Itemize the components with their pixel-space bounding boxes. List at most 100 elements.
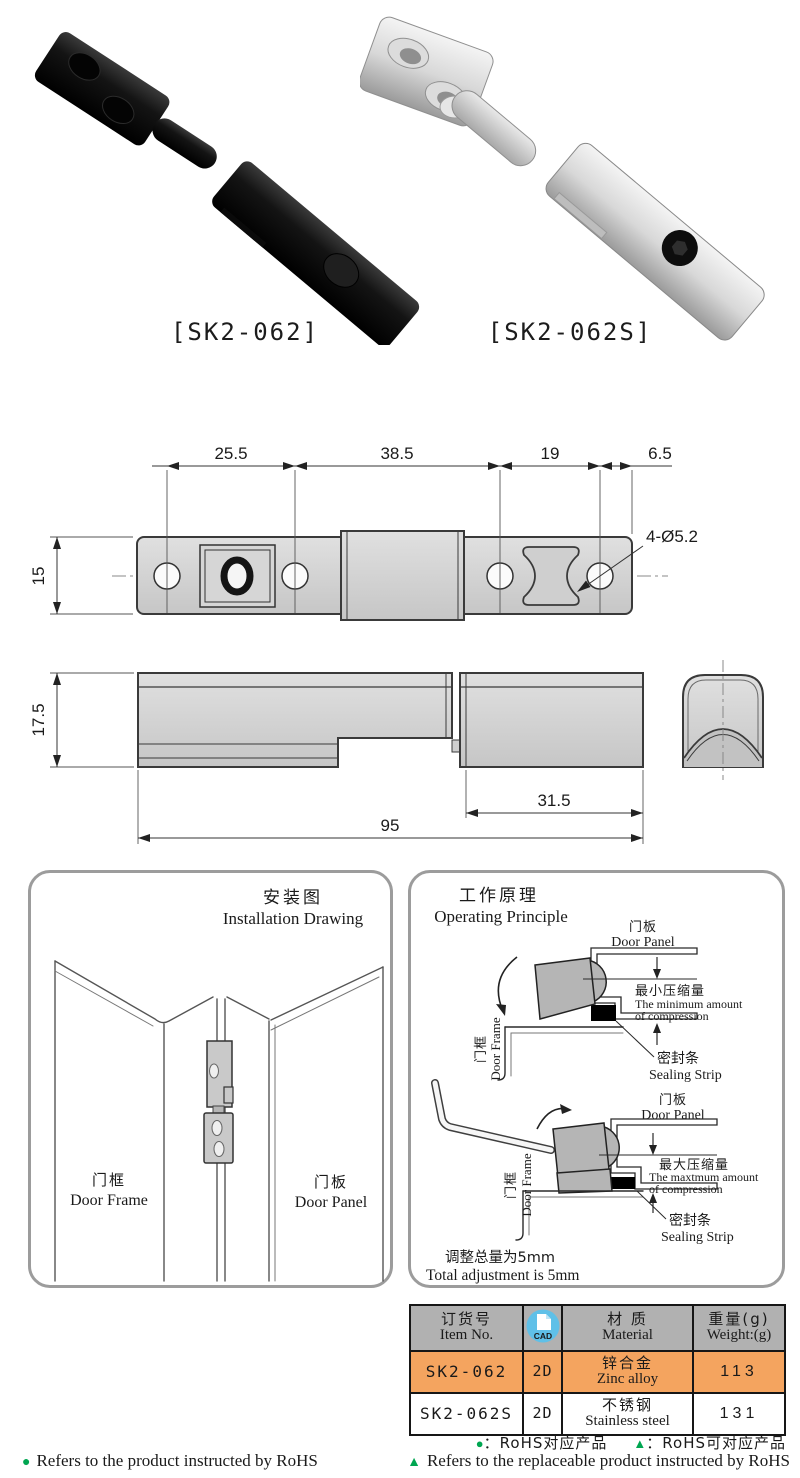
adjuster-ring [220,556,254,596]
extension-lines-side [50,672,644,844]
dim-31-5: 31.5 [537,791,570,810]
sealing-strip-shape [591,1005,616,1021]
min-compression-zh: 最小压缩量 [635,983,705,999]
dim-38-5: 38.5 [380,444,413,463]
drawing-side-view: 17.5 31.5 95 [29,660,764,844]
rohs-triangle-icon: ▲ [633,1436,647,1451]
table-row: SK2-062 2D 锌合金 Zinc alloy 113 [409,1350,786,1394]
rohs-note-tri: ▲Refers to the replaceable product instr… [407,1451,790,1470]
dim-95: 95 [381,816,400,835]
adjustment-note-en: Total adjustment is 5mm [426,1267,579,1284]
product-photo-steel [360,16,765,341]
door-panel-label-zh: 门板 [314,1173,348,1191]
hourglass-cutout [522,546,580,606]
rohs-notes: ●Refers to the product instructed by RoH… [22,1451,790,1471]
door-panel-zh: 门板 [659,1093,687,1108]
product-photo-black [34,32,420,345]
dim-17-5: 17.5 [29,703,48,736]
dimensions-side: 17.5 31.5 95 [29,673,643,842]
diagram-min-compression: 门板 Door Panel 最小压缩量 The minimum amount o… [474,920,743,1083]
product-label-steel: [SK2-062S] [487,318,653,346]
weight-cell: 131 [692,1392,786,1436]
black-hinge-pin [152,118,217,169]
black-hinge-bar [212,161,420,345]
operating-title-en: Operating Principle [434,907,568,926]
dimensions-top: 25.5 38.5 19 6.5 15 4-Ø5.2 [29,444,698,614]
door-frame-profile [497,1026,624,1081]
cad-link-cell[interactable]: 2D [522,1350,563,1394]
door-panel-en: Door Panel [611,935,674,950]
dim-25-5: 25.5 [214,444,247,463]
rohs-dot-icon: ● [475,1436,484,1451]
rohs-dot-icon: ● [22,1455,31,1470]
cad-icon: CAD [526,1309,559,1343]
door-frame-label-zh: 门框 [92,1171,126,1189]
door-panel-label-en: Door Panel [295,1194,368,1211]
header-material: 材 质 Material [561,1304,694,1352]
black-hinge-upper-block [34,32,217,169]
product-label-black: [SK2-062] [170,318,320,346]
min-compression-en1: The minimum amount [635,997,743,1011]
door-frame-en: Door Frame [519,1153,534,1216]
diagram-max-compression: 门板 Door Panel 最大压缩量 The maxtmum amount o… [426,1079,759,1284]
seal-en: Sealing Strip [661,1230,734,1245]
header-cad: CAD [522,1304,563,1352]
header-weight: 重量(g) Weight:(g) [692,1304,786,1352]
door-panel-profile [590,947,698,1020]
min-compression-en2: of compression [635,1009,709,1023]
door-frame-en: Door Frame [488,1017,503,1080]
item-no-cell: SK2-062S [409,1392,524,1436]
installation-title-zh: 安装图 [263,888,323,908]
installation-drawing: 安装图 Installation Drawing [54,888,384,1282]
installation-panel: 安装图 Installation Drawing [28,870,393,1288]
spec-table: 订货号 Item No. CAD 材 质 Material 重量(g) Weig… [409,1304,786,1436]
rohs-legend: ●：RoHS对应产品▲：RoHS可对应产品 [0,1432,786,1453]
svg-text:CAD: CAD [533,1331,551,1341]
seal-zh: 密封条 [657,1050,699,1067]
seal-en: Sealing Strip [649,1068,722,1083]
dim-15: 15 [29,567,48,586]
sealing-strip-shape [611,1177,635,1189]
door-panel-profile [610,1118,718,1190]
dim-19: 19 [541,444,560,463]
allen-key [431,1079,555,1154]
door-panel-lines [226,966,384,1282]
door-frame-label-en: Door Frame [70,1192,148,1209]
hinge-in-place [203,1040,234,1164]
door-frame-profile [515,1190,644,1241]
spec-table-header: 订货号 Item No. CAD 材 质 Material 重量(g) Weig… [409,1304,786,1352]
steel-hinge-pin [451,90,537,167]
operating-panel: 工作原理 Operating Principle 门板 Door Panel 最… [408,870,785,1288]
item-no-cell: SK2-062 [409,1350,524,1394]
door-frame-zh: 门框 [474,1035,489,1063]
max-compression-en1: The maxtmum amount [649,1170,759,1184]
cad-link-cell[interactable]: 2D [522,1392,563,1436]
drawing-top-view: 25.5 38.5 19 6.5 15 4-Ø5.2 [29,444,698,621]
door-frame-zh: 门框 [504,1171,519,1199]
rohs-note-dot: ●Refers to the product instructed by RoH… [22,1451,318,1470]
steel-hinge-bar [545,142,765,341]
material-cell: 锌合金 Zinc alloy [561,1350,694,1394]
installation-title-en: Installation Drawing [223,909,364,928]
seal-zh: 密封条 [669,1212,711,1229]
rohs-triangle-icon: ▲ [407,1455,421,1470]
adjustment-note-zh: 调整总量为5mm [445,1249,555,1266]
part-outline-top [136,530,633,621]
max-compression-zh: 最大压缩量 [659,1157,729,1173]
rohs-legend-tri-text: ：RoHS可对应产品 [646,1434,786,1452]
door-frame-lines [54,960,226,1282]
hinge-cam [534,957,596,1020]
dim-6-5: 6.5 [648,444,672,463]
hinge-cam [552,1122,610,1178]
hole-callout: 4-Ø5.2 [646,527,698,546]
door-panel-zh: 门板 [629,920,657,935]
max-compression-en2: of compression [649,1182,723,1196]
end-view [682,660,764,780]
operating-principle-drawing: 工作原理 Operating Principle 门板 Door Panel 最… [426,886,759,1284]
table-row: SK2-062S 2D 不锈钢 Stainless steel 131 [409,1392,786,1436]
part-outline-side [137,672,644,768]
material-cell: 不锈钢 Stainless steel [561,1392,694,1436]
weight-cell: 113 [692,1350,786,1394]
header-item-no: 订货号 Item No. [409,1304,524,1352]
